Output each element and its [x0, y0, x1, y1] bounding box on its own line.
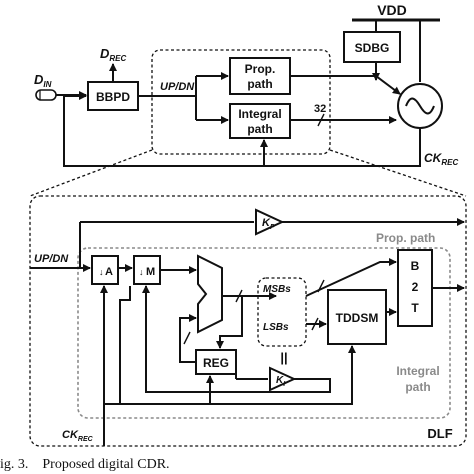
integral-path-label-2: path: [247, 122, 272, 136]
ki-label: KI: [276, 375, 286, 388]
adder-bus-slash: [235, 289, 243, 303]
dlf-outline: [29, 195, 467, 447]
ckrec-to-tddsm-wire: [104, 345, 356, 405]
tddsm-label: TDDSM: [336, 311, 379, 325]
lsbs-slash: [311, 317, 319, 331]
ckrec-top-label: CKREC: [424, 151, 458, 167]
drec-label: DREC: [100, 46, 127, 63]
tddsm-block: [327, 289, 387, 345]
msbs-slash: [317, 279, 325, 293]
vdd-label: VDD: [377, 2, 407, 18]
top-level-diagram: VDD SDBG DIN BBPD DREC UP/DN: [34, 2, 458, 167]
din-label: DIN: [34, 72, 52, 89]
lsbs-label: LSBs: [263, 322, 289, 333]
prop-path-label-2: path: [247, 77, 272, 91]
ki-amplifier: [269, 366, 297, 392]
a-block: [91, 255, 119, 285]
integral-path-inner-label-1: Integral: [396, 364, 439, 378]
integral-path-label-1: Integral: [238, 107, 281, 121]
msbs-to-b2t-wire: [305, 258, 397, 297]
kp-amplifier: [255, 208, 285, 236]
prop-path-label-1: Prop.: [245, 62, 276, 76]
adder-block: [197, 254, 223, 334]
reg-feedback-wire: [179, 314, 197, 363]
prop-to-vco-wire: [290, 75, 401, 95]
sdbg-label: SDBG: [355, 41, 390, 55]
sine-wave-icon: [405, 97, 435, 115]
b2t-label-1: B: [411, 259, 420, 273]
dlf-label: DLF: [427, 426, 452, 441]
bus-slash: [317, 113, 325, 127]
zoom-line-right: [329, 149, 467, 197]
figure-caption: ig. 3. Proposed digital CDR.: [0, 457, 170, 472]
ckrec-feedback-wire: [63, 92, 421, 167]
prop-path-inner-label: Prop. path: [376, 231, 435, 245]
m-arrow-icon: ↓: [139, 267, 144, 277]
b2t-label-2: 2: [412, 280, 419, 294]
msbs-label: MSBs: [263, 284, 291, 295]
ckrec-dlf-label: CKREC: [62, 429, 94, 443]
bus-width-label: 32: [314, 103, 326, 115]
ki-to-m-wire: [142, 285, 331, 393]
a-arrow-icon: ↓: [99, 267, 104, 277]
reg-block: [195, 349, 237, 375]
dlf-updn-label: UP/DN: [34, 253, 69, 265]
integral-path-block: [229, 103, 291, 139]
a-label: A: [105, 266, 113, 278]
sdbg-block: [343, 31, 401, 63]
zoom-line-left: [29, 149, 153, 197]
integral-path-inner-label-2: path: [405, 380, 430, 394]
m-label: M: [146, 266, 155, 278]
din-connector-icon: [35, 89, 57, 101]
updn-label: UP/DN: [160, 81, 195, 93]
kp-label: KP: [262, 217, 275, 231]
bbpd-label: BBPD: [96, 90, 130, 104]
to-reg-wire: [216, 296, 243, 349]
integral-path-outline: [77, 247, 451, 419]
b2t-label-3: T: [411, 301, 419, 315]
reg-bus-slash: [183, 331, 191, 345]
parallel-label: ||: [280, 350, 287, 365]
prop-path-block: [229, 57, 291, 95]
dlf-detail: DLF Integral path UP/DN KP Prop. path ↓ …: [29, 195, 467, 447]
ckrec-to-m-wire: [119, 286, 131, 404]
reg-label: REG: [203, 356, 229, 370]
vco-oscillator: [397, 83, 443, 129]
